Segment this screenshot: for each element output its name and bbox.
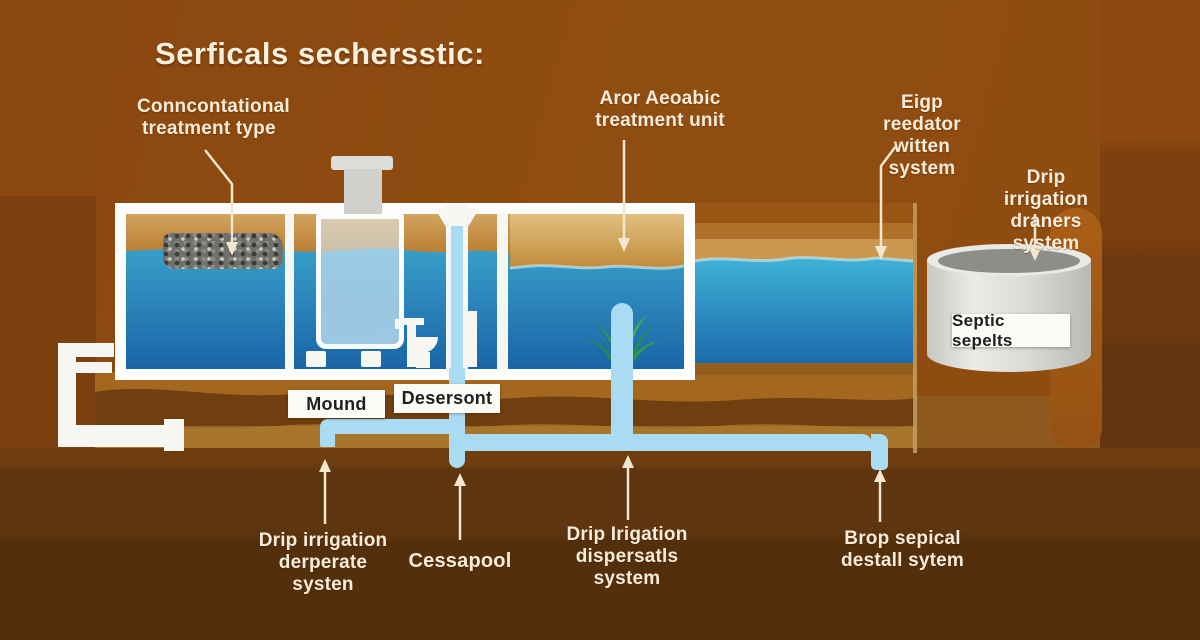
funnel-top (435, 209, 479, 229)
soil-water-section (695, 203, 913, 375)
callout-drop-bottom-right: Brop sepical destall sytem (830, 528, 975, 572)
diagram-title: Serficals sechersstic: (155, 36, 485, 71)
inner-vessel (316, 214, 404, 349)
section-divider-line (913, 203, 917, 453)
callout-reactor: Eigp reedator witten system (866, 92, 978, 180)
septic-label-box: Septic sepelts (952, 311, 1070, 350)
vessel-cap-flange (331, 156, 393, 170)
inlet-pipe-bottom-arm (58, 425, 168, 447)
callout-drip-right-line1: Drip irrigation (1003, 167, 1089, 210)
background-left-column (0, 196, 96, 450)
callout-drip-bottom-mid-line1: Drip Irigation (566, 524, 688, 545)
pipe-plant-riser (611, 303, 633, 445)
callout-cesspool-line1: Cessapool (408, 550, 512, 572)
vessel-foot-right (361, 351, 381, 367)
callout-drip-bottom-mid-line2: dispersatls system (575, 546, 679, 589)
tank-divider-2 (497, 214, 508, 369)
callout-conventional: Conncontational treatment type (137, 96, 290, 140)
callout-cesspool: Cessapool (400, 550, 520, 572)
callout-drop-bottom-right-line1: Brop sepical (844, 528, 961, 549)
vessel-foot-left (306, 351, 326, 367)
callout-drop-bottom-right-line2: destall sytem (841, 550, 964, 571)
faucet-tip (395, 319, 401, 329)
tank-divider-1 (285, 214, 294, 369)
callout-drip-right-line2: draners system (1010, 211, 1082, 254)
pipe-horizontal-upper (320, 419, 465, 434)
pipe-vertical-desersont (449, 368, 465, 468)
scum-gravel-layer (163, 233, 283, 269)
desersont-label-box: Desersont (394, 384, 500, 413)
callout-aerobic: Aror Aeoabic treatment unit (585, 88, 735, 132)
main-tank (115, 203, 695, 380)
mound-label: Mound (306, 393, 367, 414)
ground-lower (0, 448, 1200, 640)
callout-aerobic-line1: Aror Aeoabic (599, 88, 721, 109)
callout-reactor-line2: witten system (888, 136, 956, 179)
faucet-bar (400, 318, 424, 325)
callout-drip-bottom-left-line1: Drip irrigation (258, 530, 388, 551)
funnel-inner-flow (451, 226, 463, 372)
inlet-pipe-top-arm (58, 343, 114, 357)
toilet-bowl (411, 337, 438, 353)
background-right-column (1100, 0, 1200, 460)
septic-label: Septic sepelts (952, 310, 1013, 350)
inlet-pipe-end-cap (164, 419, 184, 451)
pipe-elbow-right (871, 434, 888, 470)
callout-drip-bottom-left: Drip irrigation derperate systen (248, 530, 398, 596)
inlet-pipe-top-arm-2 (70, 362, 112, 373)
callout-aerobic-line2: treatment unit (595, 110, 725, 131)
pipe-elbow-left (320, 419, 335, 447)
callout-conventional-line2: treatment type (142, 118, 276, 139)
vessel-cap-neck (344, 169, 382, 214)
desersont-label: Desersont (401, 388, 493, 408)
callout-drip-right: Drip irrigation draners system (990, 167, 1102, 255)
septic-cylinder-opening (938, 249, 1080, 273)
callout-reactor-line1: Eigp reedator (883, 92, 961, 135)
mound-label-box: Mound (288, 390, 385, 418)
callout-drip-bottom-left-line2: derperate systen (278, 552, 368, 595)
toilet-pedestal (416, 352, 430, 368)
callout-drip-bottom-mid: Drip Irigation dispersatls system (552, 524, 702, 590)
callout-conventional-line1: Conncontational (137, 96, 290, 117)
pipe-horizontal-lower (457, 434, 872, 451)
